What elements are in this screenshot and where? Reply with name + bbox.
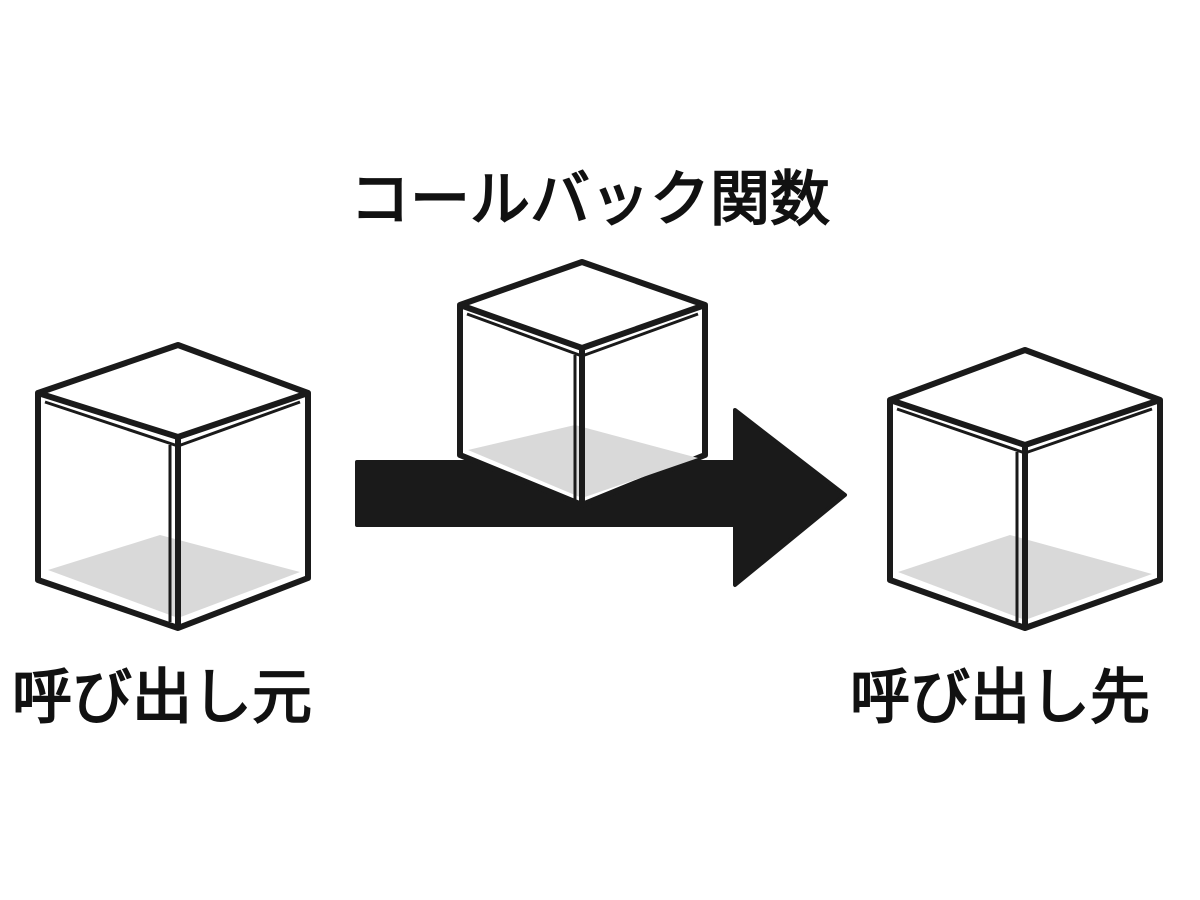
callee-label: 呼び出し先 (850, 663, 1150, 733)
caller-cube-icon (35, 342, 311, 631)
callee-cube-icon (887, 347, 1163, 631)
callback-function-title: コールバック関数 (350, 165, 830, 235)
callback-cube-icon (457, 259, 708, 508)
caller-label: 呼び出し元 (12, 663, 312, 733)
